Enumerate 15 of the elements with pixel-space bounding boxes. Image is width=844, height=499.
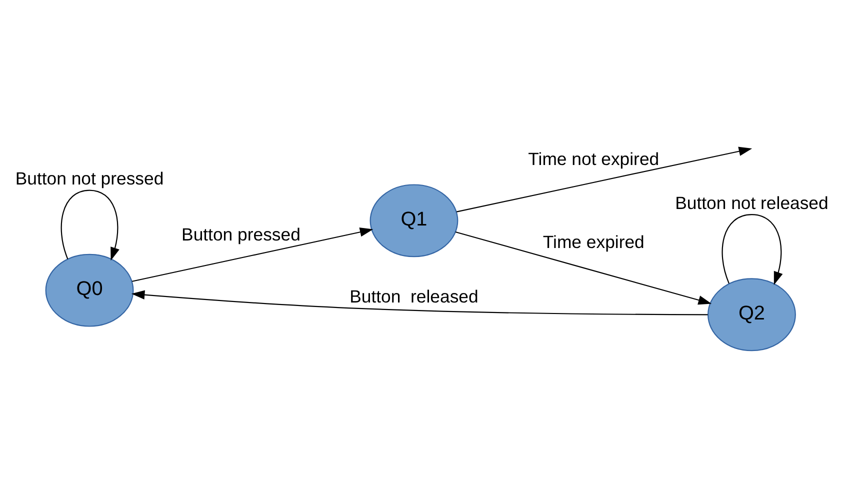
edge-label: Time not expired — [528, 149, 660, 170]
node-ellipse: Q1 — [370, 184, 458, 258]
edge-label: Button not released — [675, 192, 828, 213]
node-ellipse: Q0 — [45, 254, 134, 327]
edge-label: Button pressed — [182, 224, 300, 244]
arrow — [60, 190, 120, 261]
arrow — [722, 214, 783, 285]
arrow — [131, 290, 708, 316]
arrow — [455, 231, 712, 305]
edge-label: Time expired — [542, 232, 644, 252]
arrow — [132, 228, 374, 282]
edge-label: Button released — [350, 286, 478, 306]
node-ellipse: Q2 — [708, 278, 796, 352]
edge-label: Button not pressed — [15, 168, 164, 189]
arrow — [456, 146, 752, 212]
